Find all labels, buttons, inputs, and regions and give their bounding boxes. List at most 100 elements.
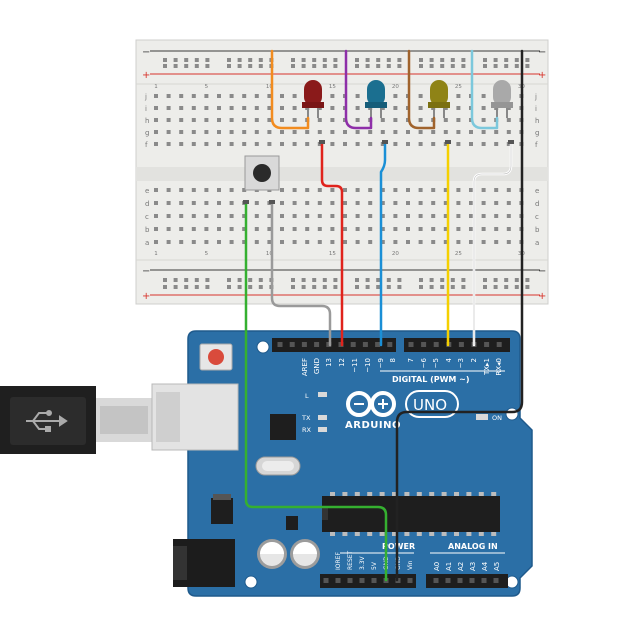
rail-hole: [205, 285, 210, 289]
rail-hole: [333, 285, 338, 289]
terminal-hole: [506, 240, 511, 244]
terminal-hole: [418, 201, 423, 205]
power-header: [320, 574, 416, 588]
row-letter: i: [535, 105, 537, 113]
rail-hole: [227, 278, 231, 282]
analog-pin-label: A4: [481, 561, 489, 571]
terminal-hole: [418, 118, 423, 122]
rail-hole: [355, 278, 359, 282]
terminal-hole: [506, 188, 511, 192]
reset-button[interactable]: [208, 349, 224, 365]
terminal-hole: [406, 227, 410, 231]
terminal-hole: [154, 201, 158, 205]
led-blue[interactable]: [365, 80, 387, 118]
row-letter: j: [144, 93, 147, 101]
rail-hole: [333, 58, 338, 62]
terminal-hole: [494, 227, 499, 231]
led-red[interactable]: [302, 80, 324, 118]
terminal-hole: [469, 142, 473, 146]
wire-gray[interactable]: [270, 200, 332, 347]
terminal-hole: [179, 130, 184, 134]
terminal-hole: [305, 240, 310, 244]
chip-pin: [354, 532, 360, 536]
wire-black-ground[interactable]: [395, 49, 524, 582]
digital-pin-label: RX◂0: [495, 358, 503, 376]
terminal-hole: [330, 118, 335, 122]
header-pin: [445, 578, 451, 583]
header-pin: [457, 578, 463, 583]
wire-cyan[interactable]: [470, 49, 499, 130]
terminal-hole: [456, 201, 461, 205]
terminal-hole: [418, 214, 423, 218]
digital-pin-label: ~10: [364, 358, 372, 373]
rail-hole: [163, 64, 167, 68]
column-number: 10: [266, 84, 273, 90]
wire-brown[interactable]: [407, 49, 436, 130]
terminal-hole: [368, 142, 373, 146]
chip-pin: [454, 532, 459, 536]
digital-header-left: [272, 338, 396, 352]
terminal-hole: [317, 240, 322, 244]
terminal-hole: [204, 188, 209, 192]
chip-pin: [379, 492, 385, 496]
terminal-hole: [317, 214, 322, 218]
terminal-hole: [166, 188, 171, 192]
terminal-hole: [393, 214, 398, 218]
rail-hole: [291, 278, 295, 282]
header-pin: [301, 342, 307, 347]
terminal-hole: [217, 214, 221, 218]
terminal-hole: [280, 118, 284, 122]
terminal-hole: [191, 130, 196, 134]
terminal-hole: [506, 118, 511, 122]
led-yellow[interactable]: [428, 80, 450, 118]
header-pin: [493, 578, 499, 583]
chip-pin: [330, 532, 335, 536]
chip-pin: [466, 492, 472, 496]
terminal-hole: [242, 142, 247, 146]
wire-purple[interactable]: [344, 49, 373, 130]
terminal-hole: [154, 188, 158, 192]
rail-hole: [258, 285, 263, 289]
atmega-pins: [330, 492, 497, 536]
terminal-hole: [443, 201, 448, 205]
terminal-hole: [330, 214, 335, 218]
terminal-hole: [431, 201, 436, 205]
rail-hole: [173, 285, 178, 289]
row-letter: h: [535, 117, 539, 125]
terminal-hole: [292, 130, 297, 134]
terminal-hole: [506, 214, 511, 218]
row-letter: h: [145, 117, 149, 125]
wire-blue[interactable]: [379, 140, 387, 347]
atmega-notch: [322, 508, 328, 520]
wire-orange[interactable]: [270, 49, 310, 130]
terminal-hole: [368, 130, 373, 134]
wire-red[interactable]: [320, 140, 344, 347]
rail-hole: [397, 64, 402, 68]
terminal-hole: [443, 188, 448, 192]
chip-pin: [342, 492, 348, 496]
terminal-hole: [204, 201, 209, 205]
power-pin-label: IOREF: [335, 552, 342, 570]
terminal-hole: [481, 142, 486, 146]
terminal-hole: [254, 142, 259, 146]
digital-header-label: DIGITAL (PWM ~): [392, 375, 470, 384]
push-button[interactable]: [244, 155, 280, 191]
wire-green[interactable]: [244, 200, 388, 582]
column-number: 20: [392, 251, 399, 257]
header-pin: [323, 578, 329, 583]
terminal-hole: [431, 130, 436, 134]
terminal-hole: [179, 201, 184, 205]
terminal-hole: [204, 142, 209, 146]
rail-hole: [205, 58, 210, 62]
terminal-hole: [229, 130, 234, 134]
terminal-hole: [242, 118, 247, 122]
terminal-hole: [481, 130, 486, 134]
chip-pin: [478, 532, 484, 536]
rail-hole: [461, 278, 466, 282]
wire-white-outline: [473, 141, 512, 346]
terminal-hole: [506, 130, 511, 134]
led-white[interactable]: [491, 80, 513, 118]
terminal-hole: [267, 227, 272, 231]
rail-hole: [386, 64, 391, 68]
